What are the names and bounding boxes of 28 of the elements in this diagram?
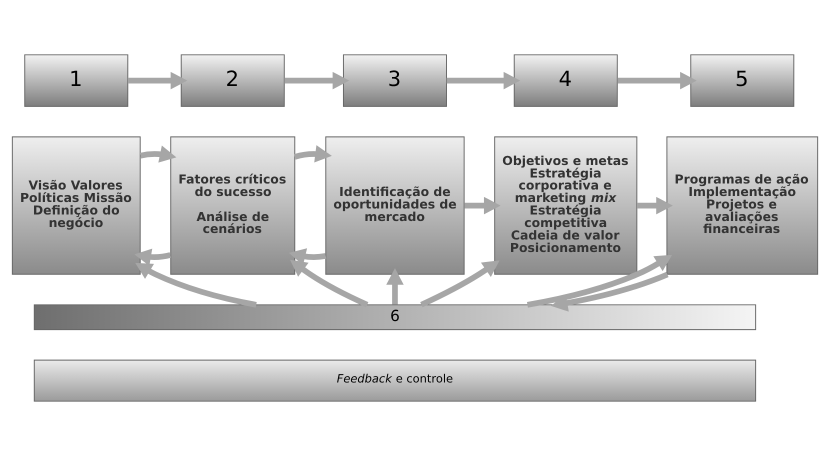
arrow	[446, 71, 520, 89]
arrow	[284, 71, 350, 89]
arrow	[128, 71, 188, 89]
arrow	[288, 248, 326, 265]
node-box: Fatores críticos do sucesso Análise de cenários	[170, 136, 296, 274]
arrow	[464, 196, 501, 214]
node-box: Feedback e controle	[34, 359, 756, 402]
node-box: 3	[342, 54, 447, 106]
arrow	[617, 71, 697, 89]
node-box: Identificação de oportunidades de mercado	[325, 136, 465, 274]
node-box: 5	[690, 54, 794, 106]
node-box: Visão Valores Políticas Missão Definição do negócio	[12, 136, 141, 274]
arrow	[420, 260, 500, 307]
node-box: Objetivos e metas Estratégia corporativa e marketing mix Estratégia competitiva Cadeia de valor Posicionamento	[494, 136, 638, 274]
arrow	[290, 259, 368, 307]
node-box: Programas de ação Implementação Projetos e avaliações financeiras	[666, 136, 818, 274]
arrow	[526, 254, 672, 308]
arrow	[134, 248, 172, 266]
arrow	[135, 262, 257, 308]
node-box: 4	[514, 54, 618, 106]
arrow	[386, 268, 404, 304]
arrow	[140, 145, 176, 162]
arrow	[294, 144, 332, 162]
arrow	[637, 196, 673, 214]
node-box: 1	[24, 54, 128, 106]
node-box: 6	[34, 304, 756, 330]
node-box: 2	[180, 54, 285, 106]
arrow	[550, 271, 669, 312]
